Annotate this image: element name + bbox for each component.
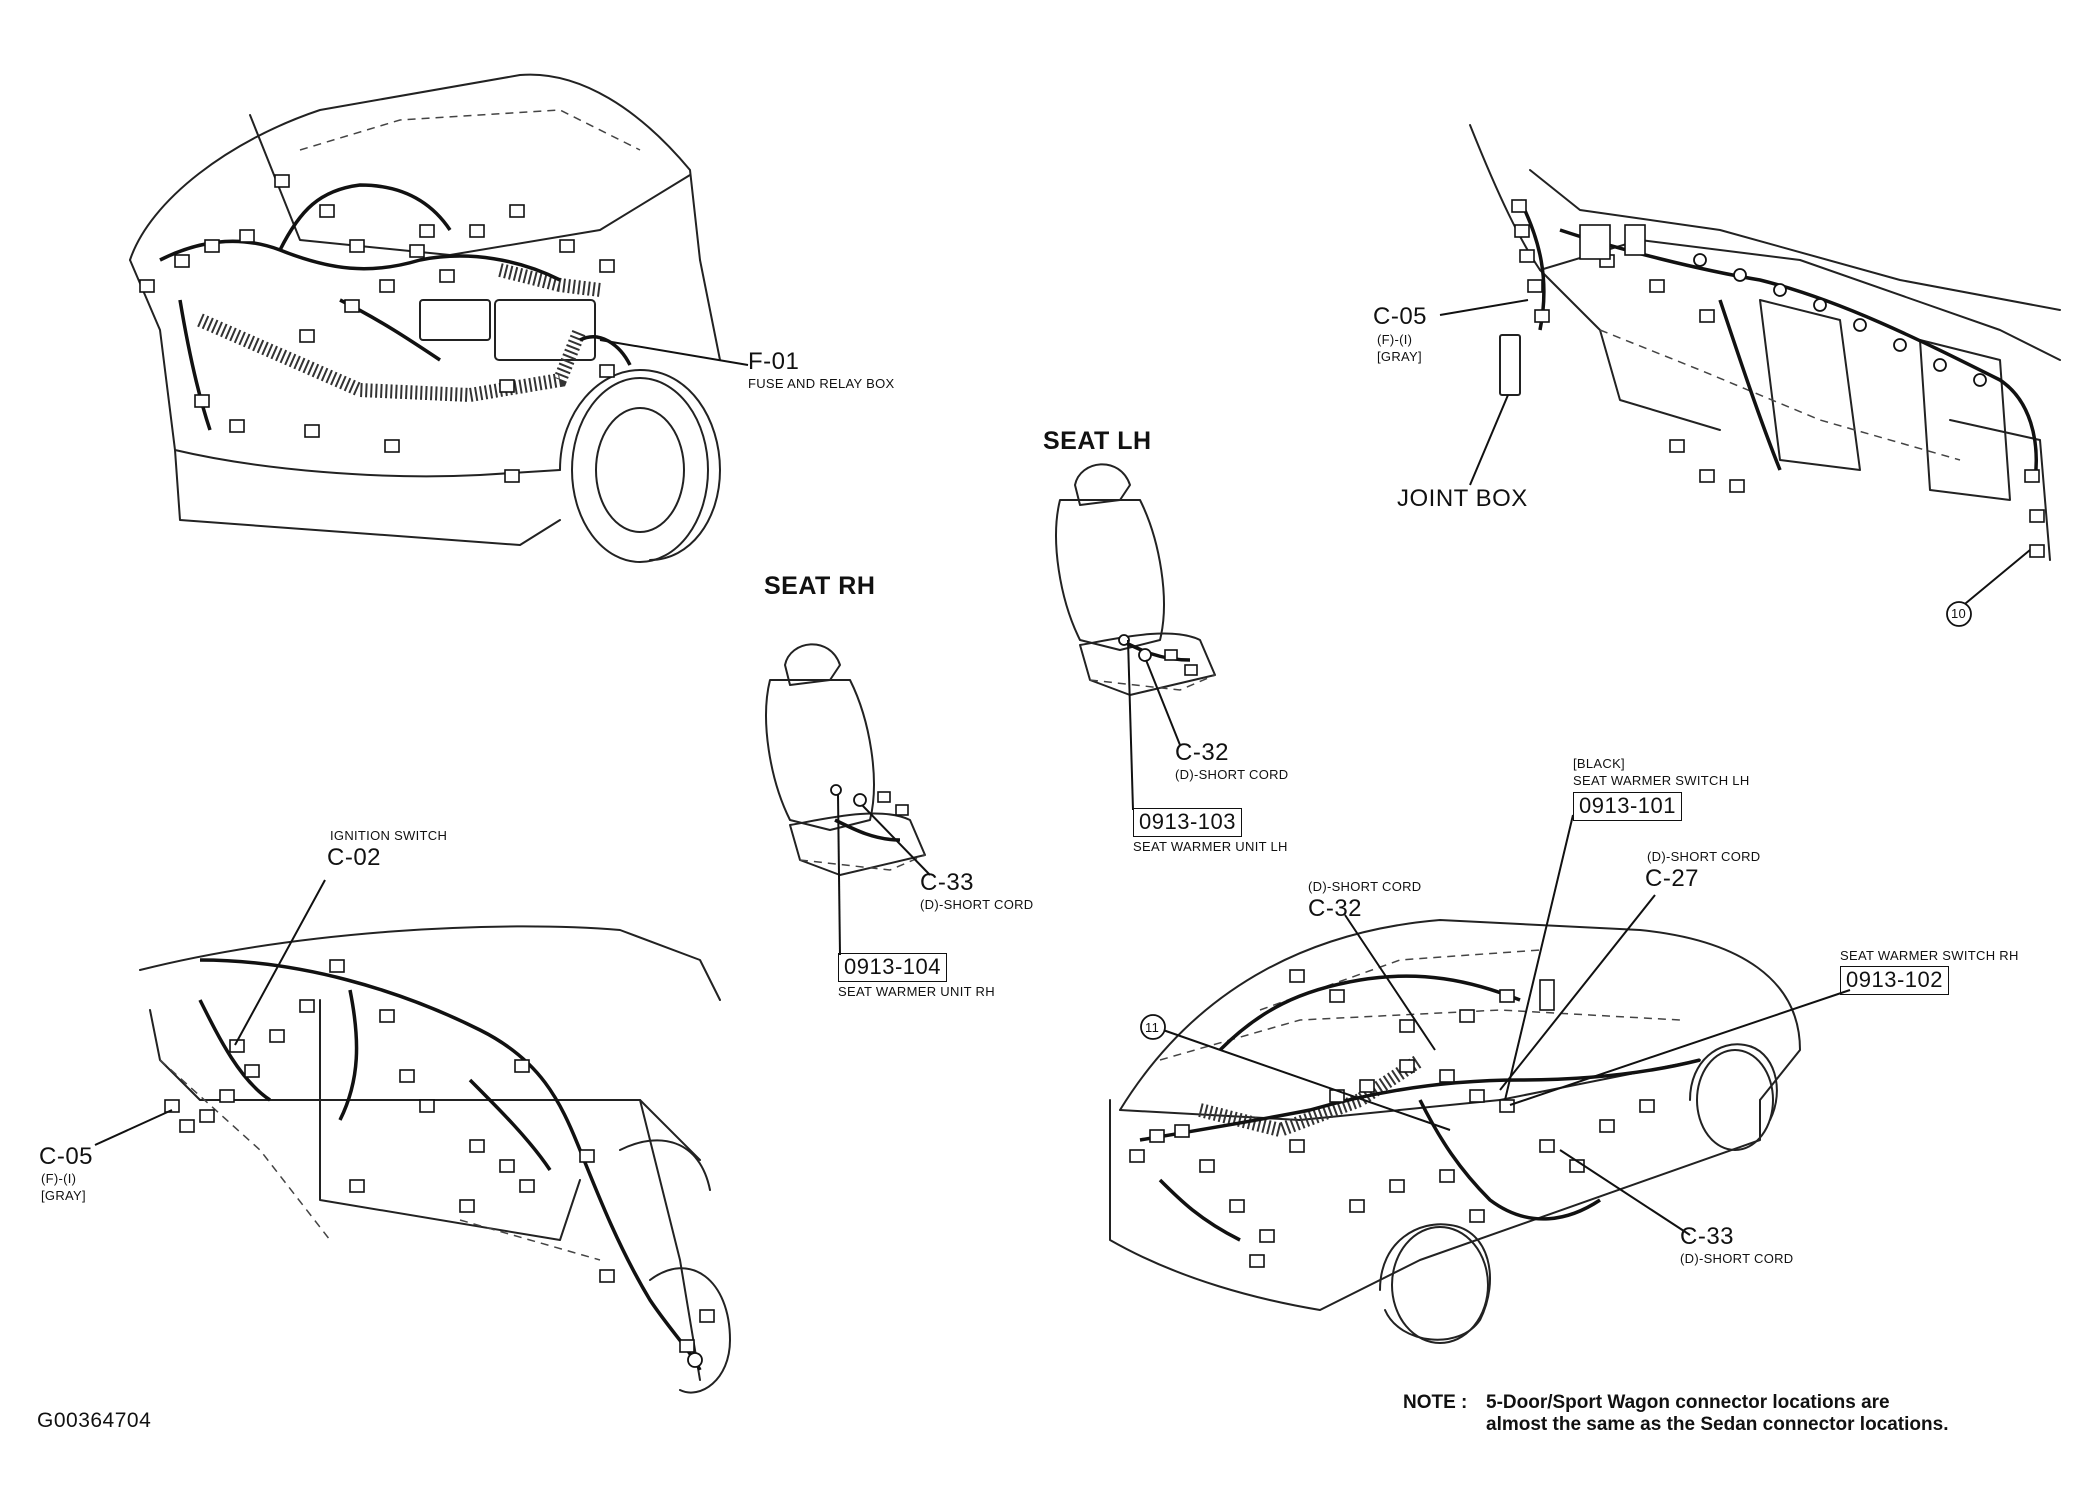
seat-lh-unit-desc: SEAT WARMER UNIT LH <box>1133 839 1288 854</box>
seat-lh-c32-code: C-32 <box>1175 739 1230 766</box>
c27-code: C-27 <box>1645 865 1700 892</box>
c05-lh-sub2: [GRAY] <box>41 1188 86 1203</box>
seat-lh-c32-desc: (D)-SHORT CORD <box>1175 767 1289 782</box>
c05-lh-code: C-05 <box>39 1143 94 1170</box>
c05-rh-code: C-05 <box>1373 303 1428 330</box>
rh-dashboard-drawing <box>1439 124 2061 627</box>
c27-desc: (D)-SHORT CORD <box>1647 849 1761 864</box>
seat-switch-lh-code: 0913-101 <box>1573 792 1682 821</box>
seat-switch-lh-color: [BLACK] <box>1573 756 1625 771</box>
figure-id: G00364704 <box>37 1409 152 1432</box>
cabin-c32-code: C-32 <box>1308 895 1363 922</box>
ref-circle-11: 11 <box>1145 1020 1160 1035</box>
seat-rh-unit-desc: SEAT WARMER UNIT RH <box>838 984 995 999</box>
seat-switch-rh-label: SEAT WARMER SWITCH RH <box>1840 948 2019 963</box>
seat-lh-drawing <box>1055 463 1216 811</box>
c05-lh-sub1: (F)-(I) <box>41 1171 77 1186</box>
ignition-switch-code: C-02 <box>327 844 382 871</box>
note-prefix: NOTE : <box>1403 1392 1468 1413</box>
c05-rh-sub1: (F)-(I) <box>1377 332 1413 347</box>
seat-lh-title: SEAT LH <box>1043 427 1152 455</box>
seat-lh-unit-code: 0913-103 <box>1133 808 1242 837</box>
cabin-c32-desc: (D)-SHORT CORD <box>1308 879 1422 894</box>
cabin-c33-code: C-33 <box>1680 1223 1735 1250</box>
seat-rh-unit-code: 0913-104 <box>838 953 947 982</box>
note-line-2: almost the same as the Sedan connector l… <box>1486 1414 1949 1435</box>
seat-rh-c33-desc: (D)-SHORT CORD <box>920 897 1034 912</box>
seat-rh-title: SEAT RH <box>764 572 876 600</box>
seat-switch-rh-code: 0913-102 <box>1840 966 1949 995</box>
seat-rh-c33-code: C-33 <box>920 869 975 896</box>
fuse-relay-box-code: F-01 <box>748 348 800 375</box>
ref-circle-10: 10 <box>1951 606 1967 621</box>
c05-rh-sub2: [GRAY] <box>1377 349 1422 364</box>
lh-dashboard-drawing <box>94 879 731 1394</box>
note-line-1: 5-Door/Sport Wagon connector locations a… <box>1486 1392 1890 1413</box>
engine-compartment-drawing <box>129 73 749 563</box>
seat-rh-drawing <box>765 643 931 956</box>
seat-switch-lh-label: SEAT WARMER SWITCH LH <box>1573 773 1750 788</box>
joint-box-label: JOINT BOX <box>1397 485 1528 512</box>
cabin-drawing <box>1109 814 1851 1344</box>
ignition-switch-label: IGNITION SWITCH <box>330 828 448 843</box>
fuse-relay-box-label: FUSE AND RELAY BOX <box>748 376 895 391</box>
cabin-c33-desc: (D)-SHORT CORD <box>1680 1251 1794 1266</box>
